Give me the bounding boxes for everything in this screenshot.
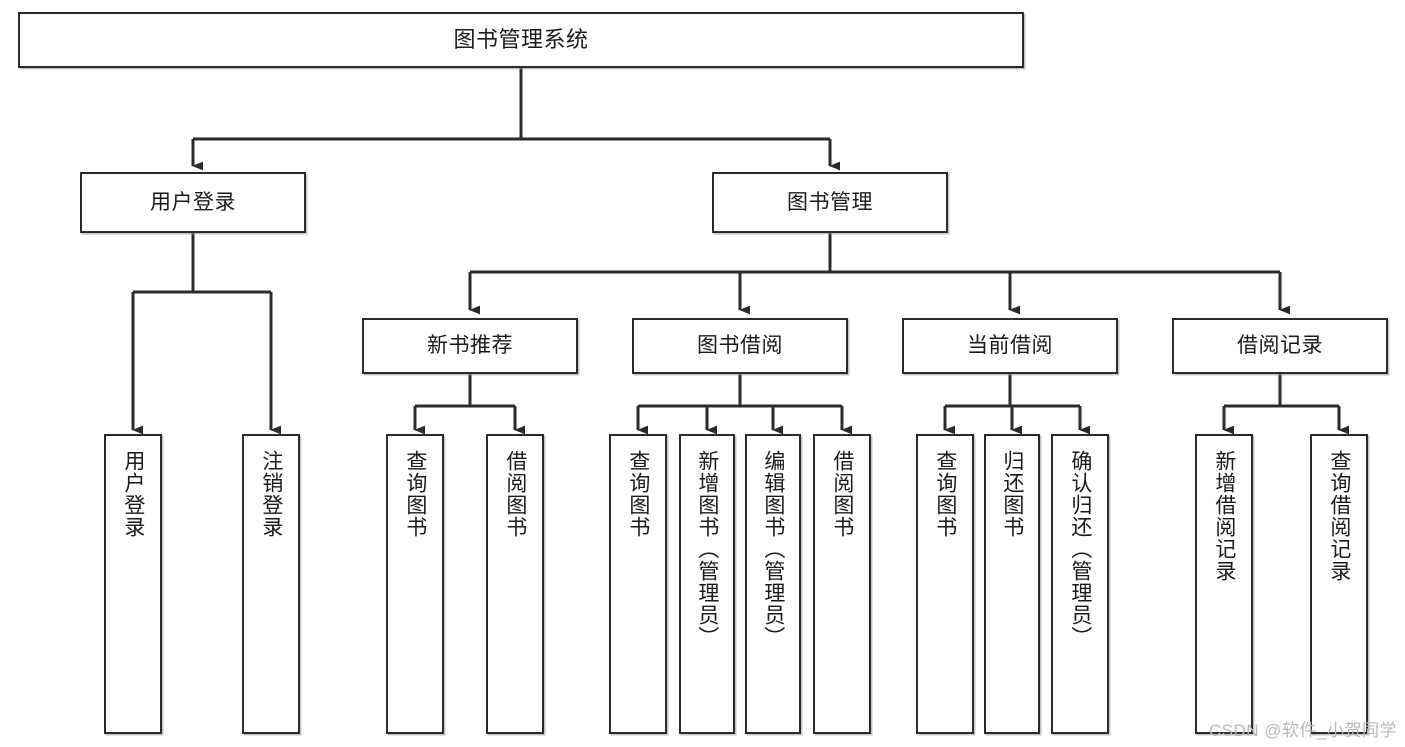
node-user-login-label: 用户登录 <box>150 190 236 214</box>
node-book-management[interactable]: 图书管理 <box>712 172 948 233</box>
node-borrow-record-label: 借阅记录 <box>1237 334 1323 358</box>
node-leaf-add-book-admin-label: 新增图书（管理员） <box>695 450 719 648</box>
node-leaf-query-borrow-record-label: 查询借阅记录 <box>1327 450 1351 582</box>
node-leaf-add-borrow-record-label: 新增借阅记录 <box>1212 450 1236 582</box>
node-leaf-user-login-label: 用户登录 <box>121 450 145 538</box>
node-borrow-record[interactable]: 借阅记录 <box>1172 318 1388 374</box>
node-root-label: 图书管理系统 <box>453 26 589 52</box>
node-leaf-edit-book-admin-label: 编辑图书（管理员） <box>761 450 785 648</box>
node-current-borrow-label: 当前借阅 <box>967 334 1053 358</box>
node-leaf-query-book-3[interactable]: 查询图书 <box>916 434 974 734</box>
node-leaf-query-book-1[interactable]: 查询图书 <box>386 434 444 734</box>
node-leaf-add-borrow-record[interactable]: 新增借阅记录 <box>1195 434 1253 734</box>
node-leaf-add-book-admin[interactable]: 新增图书（管理员） <box>679 434 735 734</box>
node-book-management-label: 图书管理 <box>787 190 873 214</box>
node-book-borrow-label: 图书借阅 <box>697 334 783 358</box>
node-leaf-confirm-return-admin-label: 确认归还（管理员） <box>1068 450 1092 648</box>
node-leaf-query-book-3-label: 查询图书 <box>933 450 957 538</box>
node-leaf-borrow-book-2-label: 借阅图书 <box>830 450 854 538</box>
node-leaf-return-book[interactable]: 归还图书 <box>984 434 1040 734</box>
node-leaf-confirm-return-admin[interactable]: 确认归还（管理员） <box>1051 434 1109 734</box>
node-book-borrow[interactable]: 图书借阅 <box>632 318 848 374</box>
node-leaf-query-book-2-label: 查询图书 <box>626 450 650 538</box>
node-leaf-query-borrow-record[interactable]: 查询借阅记录 <box>1310 434 1368 734</box>
node-leaf-user-login[interactable]: 用户登录 <box>104 434 162 734</box>
node-leaf-return-book-label: 归还图书 <box>1000 450 1024 538</box>
node-leaf-borrow-book-1[interactable]: 借阅图书 <box>486 434 544 734</box>
node-new-book-recommend-label: 新书推荐 <box>427 334 513 358</box>
node-leaf-logout-login[interactable]: 注销登录 <box>242 434 300 734</box>
node-user-login[interactable]: 用户登录 <box>80 172 306 233</box>
node-root[interactable]: 图书管理系统 <box>18 12 1024 68</box>
node-leaf-logout-login-label: 注销登录 <box>259 450 283 538</box>
node-leaf-borrow-book-1-label: 借阅图书 <box>503 450 527 538</box>
node-leaf-borrow-book-2[interactable]: 借阅图书 <box>813 434 871 734</box>
node-leaf-edit-book-admin[interactable]: 编辑图书（管理员） <box>745 434 801 734</box>
node-leaf-query-book-1-label: 查询图书 <box>403 450 427 538</box>
node-new-book-recommend[interactable]: 新书推荐 <box>362 318 578 374</box>
node-current-borrow[interactable]: 当前借阅 <box>902 318 1118 374</box>
node-leaf-query-book-2[interactable]: 查询图书 <box>609 434 667 734</box>
csdn-watermark: CSDN @软件_小贺同学 <box>1208 721 1397 740</box>
